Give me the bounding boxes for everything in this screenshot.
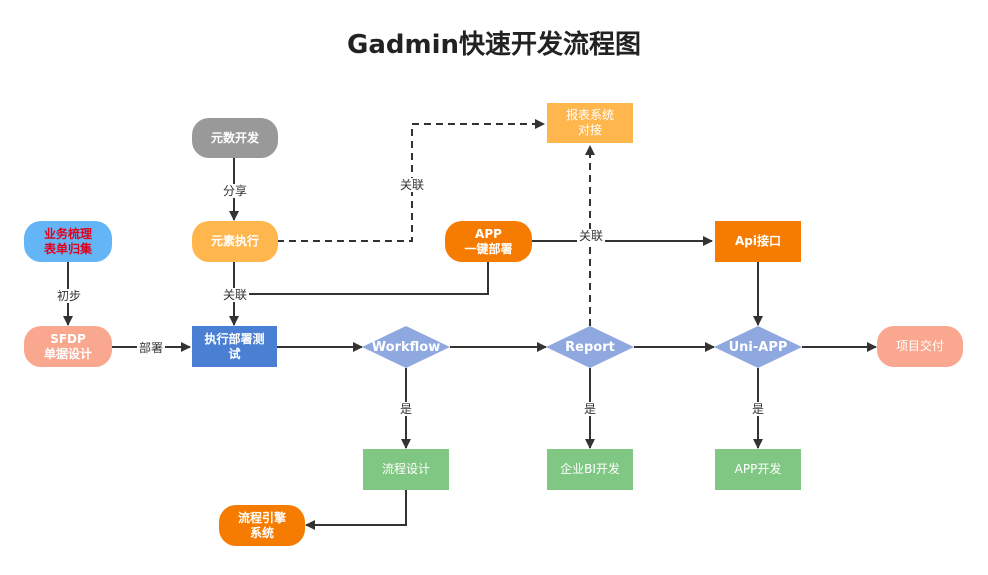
node-api: Api接口 [715, 221, 801, 262]
edge-label-share: 分享 [221, 184, 250, 198]
node-bi-dev: 企业BI开发 [547, 449, 633, 490]
edge-label-related-3: 关联 [577, 229, 606, 243]
edge-label-related-1: 关联 [221, 288, 250, 302]
node-business-sort: 业务梳理 表单归集 [24, 221, 112, 262]
node-metadata-exec: 元素执行 [192, 221, 278, 262]
decision-report: Report [546, 326, 634, 368]
edge-label-deploy: 部署 [137, 341, 166, 355]
node-app-dev: APP开发 [715, 449, 801, 490]
edge-to-engine [305, 490, 407, 530]
edge-label-yes-3: 是 [750, 402, 767, 416]
node-sfdp: SFDP 单据设计 [24, 326, 112, 367]
decision-uniapp-label: Uni-APP [728, 339, 788, 355]
node-report-system: 报表系统 对接 [547, 103, 633, 143]
node-delivery: 项目交付 [877, 326, 963, 367]
edge-label-initial: 初步 [55, 289, 84, 303]
node-metadata-dev: 元数开发 [192, 118, 278, 158]
node-flow-engine: 流程引擎 系统 [219, 505, 305, 546]
edge-app-related [234, 262, 489, 295]
node-exec-deploy-test: 执行部署测 试 [192, 326, 277, 367]
node-app-deploy: APP 一键部署 [445, 221, 532, 262]
decision-report-label: Report [565, 339, 615, 355]
node-flow-design: 流程设计 [363, 449, 449, 490]
diagram-title: Gadmin快速开发流程图 [346, 30, 641, 60]
decision-workflow: Workflow [362, 326, 450, 368]
edge-label-related-2: 关联 [398, 178, 427, 192]
edge-label-yes-2: 是 [582, 402, 599, 416]
decision-uniapp: Uni-APP [714, 326, 802, 368]
edge-label-yes-1: 是 [398, 402, 415, 416]
decision-workflow-label: Workflow [371, 339, 441, 355]
